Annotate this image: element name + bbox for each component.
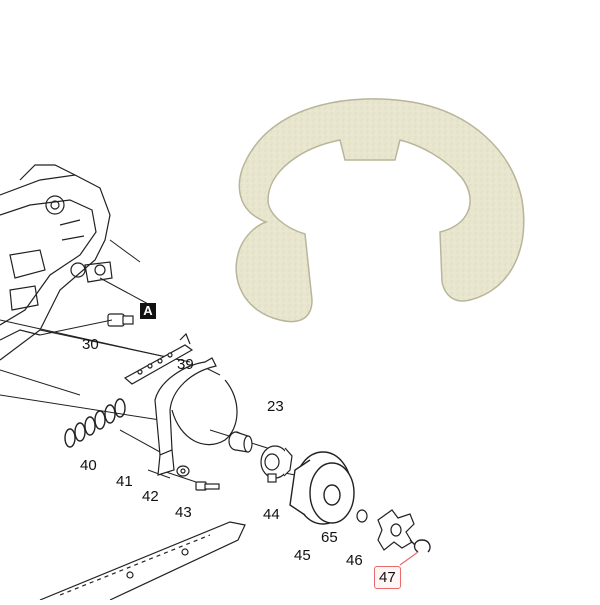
label-44: 44 [263,506,280,523]
e-clip-enlarged [235,98,525,323]
drum-45 [289,451,355,525]
guide-bar [39,521,246,601]
label-39: 39 [177,356,194,373]
reference-marker-a: A [140,303,156,319]
label-30: 30 [82,336,99,353]
washer-42 [176,465,190,477]
bolt-30 [107,313,134,327]
e-clip-47 [409,539,431,553]
label-41: 41 [116,473,133,490]
washer-65 [356,509,368,523]
screw-43 [195,481,220,491]
bearing-23 [228,431,253,453]
label-42: 42 [142,488,159,505]
brake-band-41 [154,357,238,476]
label-46: 46 [346,552,363,569]
label-65: 65 [321,529,338,546]
clutch-44 [260,445,293,483]
label-40: 40 [80,457,97,474]
saw-housing [0,164,113,361]
label-43: 43 [175,504,192,521]
plate-39 [123,332,194,385]
spring-40 [64,398,126,448]
label-45: 45 [294,547,311,564]
sprocket-46 [377,509,415,551]
label-47-highlighted: 47 [374,566,401,589]
label-23: 23 [267,398,284,415]
